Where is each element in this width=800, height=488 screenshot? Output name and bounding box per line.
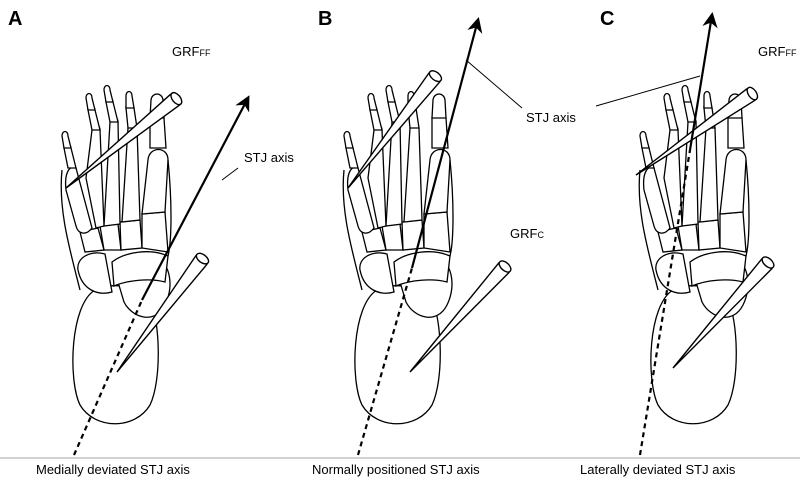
grf-ff-label-c: GRFFF <box>758 44 796 59</box>
stj-leader-a <box>222 168 238 180</box>
grf-c-label-b: GRFC <box>510 226 544 241</box>
foot-a <box>61 86 171 424</box>
caption-a: Medially deviated STJ axis <box>36 462 190 477</box>
caption-b: Normally positioned STJ axis <box>312 462 480 477</box>
grf-ff-label-a: GRFFF <box>172 44 210 59</box>
caption-c: Laterally deviated STJ axis <box>580 462 735 477</box>
stj-leader-b <box>466 60 522 108</box>
stj-axis-label-b: STJ axis <box>526 110 576 125</box>
foot-b <box>343 86 453 424</box>
stj-axis-label-a: STJ axis <box>244 150 294 165</box>
